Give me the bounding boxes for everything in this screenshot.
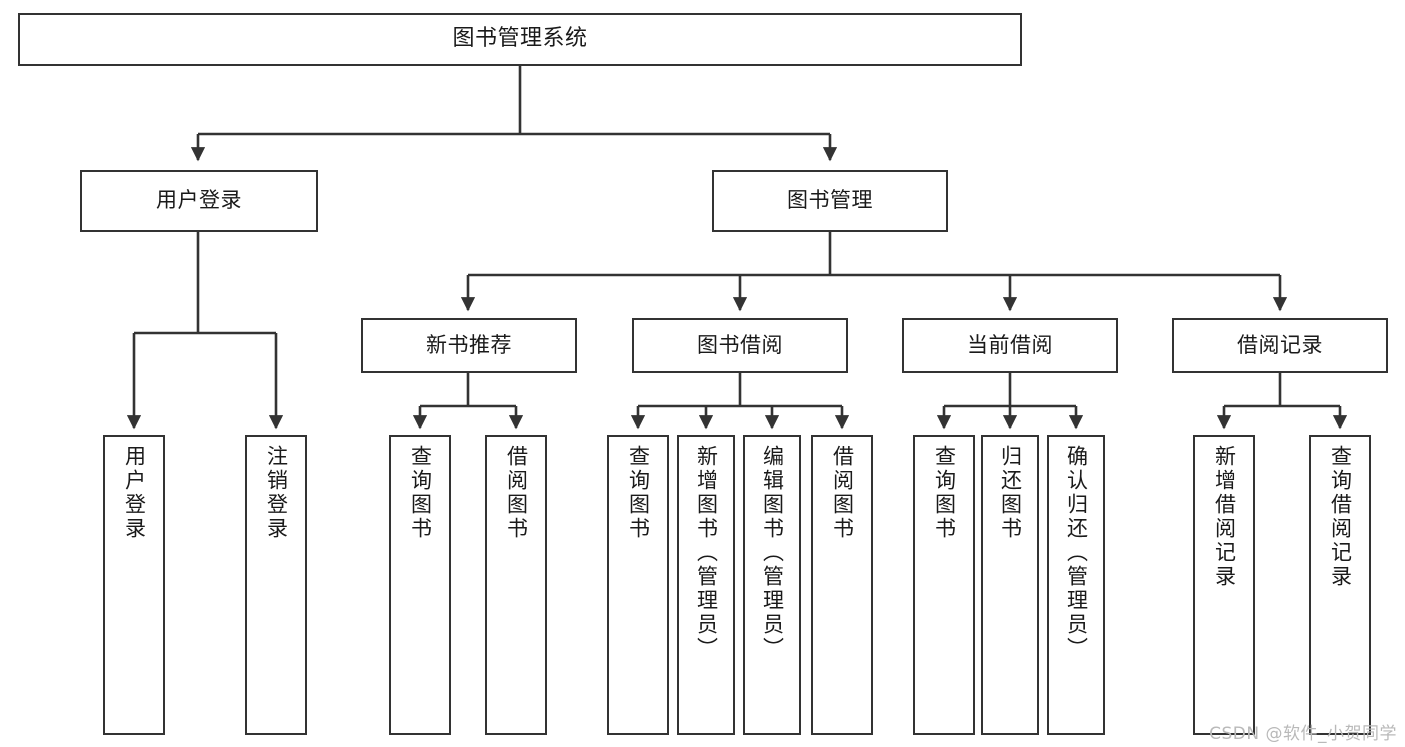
node-label: 借阅记录 — [1237, 332, 1323, 357]
node-leaf-edit-book-admin[interactable]: 编辑图书（管理员） — [743, 435, 801, 735]
node-user-login[interactable]: 用户登录 — [80, 170, 318, 232]
node-leaf-borrow-book-recommend[interactable]: 借阅图书 — [485, 435, 547, 735]
node-label: 图书管理 — [787, 188, 873, 213]
node-label: 查询图书 — [408, 445, 433, 541]
node-label: 归还图书 — [998, 445, 1023, 541]
node-current-borrow[interactable]: 当前借阅 — [902, 318, 1118, 373]
node-label: 用户登录 — [156, 188, 242, 213]
node-book-management[interactable]: 图书管理 — [712, 170, 948, 232]
node-leaf-return-book[interactable]: 归还图书 — [981, 435, 1039, 735]
node-label: 查询图书 — [626, 445, 651, 541]
node-label: 借阅图书 — [830, 445, 855, 541]
node-label: 用户登录 — [122, 445, 147, 541]
node-leaf-logout-login[interactable]: 注销登录 — [245, 435, 307, 735]
node-leaf-query-borrow-record[interactable]: 查询借阅记录 — [1309, 435, 1371, 735]
node-leaf-confirm-return-admin[interactable]: 确认归还（管理员） — [1047, 435, 1105, 735]
watermark-text: CSDN @软件_小贺同学 — [1209, 724, 1397, 744]
node-label: 确认归还（管理员） — [1064, 445, 1089, 661]
node-label: 新书推荐 — [426, 332, 512, 357]
node-label: 图书借阅 — [697, 332, 783, 357]
node-new-book-recommend[interactable]: 新书推荐 — [361, 318, 577, 373]
node-book-borrow[interactable]: 图书借阅 — [632, 318, 848, 373]
node-leaf-add-book-admin[interactable]: 新增图书（管理员） — [677, 435, 735, 735]
node-leaf-query-book-recommend[interactable]: 查询图书 — [389, 435, 451, 735]
node-borrow-record[interactable]: 借阅记录 — [1172, 318, 1388, 373]
node-label: 查询图书 — [932, 445, 957, 541]
node-leaf-query-book-borrow[interactable]: 查询图书 — [607, 435, 669, 735]
node-label: 图书管理系统 — [452, 26, 588, 52]
node-leaf-query-book-current[interactable]: 查询图书 — [913, 435, 975, 735]
node-root-book-management-system[interactable]: 图书管理系统 — [18, 13, 1022, 66]
node-label: 新增图书（管理员） — [694, 445, 719, 661]
node-label: 注销登录 — [264, 445, 289, 541]
node-label: 当前借阅 — [967, 332, 1053, 357]
node-label: 查询借阅记录 — [1328, 445, 1353, 589]
node-leaf-user-login[interactable]: 用户登录 — [103, 435, 165, 735]
node-leaf-add-borrow-record[interactable]: 新增借阅记录 — [1193, 435, 1255, 735]
node-label: 新增借阅记录 — [1212, 445, 1237, 589]
node-label: 借阅图书 — [504, 445, 529, 541]
node-label: 编辑图书（管理员） — [760, 445, 785, 661]
node-leaf-borrow-book[interactable]: 借阅图书 — [811, 435, 873, 735]
